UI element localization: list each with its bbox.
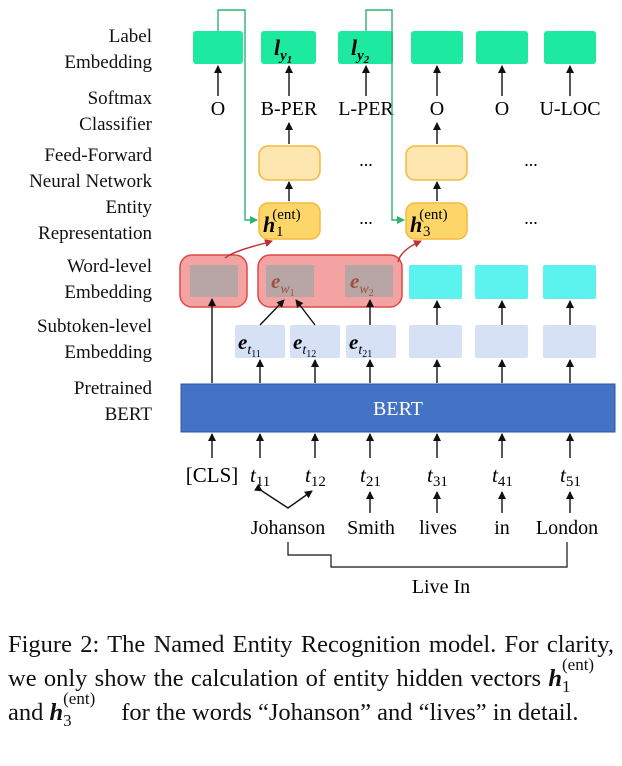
word-lives: lives [419, 517, 457, 539]
output-label-2: B-PER [261, 98, 318, 120]
subtoken-emb-t21 [346, 325, 396, 358]
caption-h1: h [548, 665, 562, 692]
word-johanson: Johanson [251, 517, 325, 539]
token-to-bert-arrows [208, 433, 574, 458]
token-row: [CLS] t11 t12 t21 t31 t41 t51 [186, 463, 581, 490]
ffnn-box-3 [405, 145, 468, 181]
relation-bracket [287, 542, 568, 568]
subtoken-label-t11: et11 [238, 330, 261, 360]
caption-text-2: for the words “Johanson” and “lives” in … [115, 699, 579, 726]
subtoken-emb-t11 [235, 325, 285, 358]
classifier-to-label-arrows [214, 65, 574, 96]
entity-ellipsis-1: ... [359, 208, 373, 228]
entity-h1-label: h(ent) [263, 207, 301, 237]
label-embedding-box-ly1 [261, 31, 316, 64]
word-emb-w1-inner [266, 265, 314, 297]
label-feedback-lines [217, 9, 405, 224]
output-label-3: L-PER [338, 98, 394, 120]
classifier-outputs: O B-PER L-PER O O U-LOC [211, 98, 601, 120]
output-label-1: O [211, 98, 225, 120]
token-t12: t12 [305, 463, 326, 490]
entity-to-ffnn-arrows [285, 181, 441, 201]
label-ly2: ly2 [351, 35, 370, 66]
word-smith: Smith [347, 517, 395, 539]
output-label-6: U-LOC [539, 98, 600, 120]
subtoken-to-word-arrows [259, 299, 574, 326]
word-emb-in [475, 265, 528, 299]
word-emb-lives [409, 265, 462, 299]
entity-repr-box-h1 [258, 202, 321, 240]
output-label-4: O [430, 98, 444, 120]
word-emb-ew1: ew1 [271, 269, 295, 299]
label-embedding-box-ly2 [338, 31, 393, 64]
ffnn-ellipsis-1: ... [359, 150, 373, 170]
caption-and: and [8, 699, 50, 726]
token-t41: t41 [492, 463, 513, 490]
bert-to-embedding-arrows [208, 298, 574, 383]
word-emb-london [543, 265, 596, 299]
entity-h3-sub: 3 [423, 224, 431, 240]
word-row: Johanson Smith lives in London [251, 517, 598, 539]
ffnn-to-classifier-arrows [285, 122, 441, 144]
subtoken-emb-lives [409, 325, 462, 358]
word-emb-cls-inner [190, 265, 238, 297]
label-ly1: ly1 [274, 35, 292, 66]
subtoken-emb-in [475, 325, 528, 358]
token-t31: t31 [427, 463, 448, 490]
word-to-entity-arrows [224, 239, 422, 263]
subtoken-label-t12: et12 [293, 330, 316, 360]
label-embedding-box-5 [476, 31, 528, 64]
bert-block [180, 383, 616, 433]
entity-h3-label: h(ent) [410, 207, 448, 237]
word-to-token-arrows [253, 483, 574, 513]
output-label-5: O [495, 98, 509, 120]
caption-h3: h [49, 699, 64, 726]
figure-caption: Figure 2: The Named Entity Recognition m… [8, 628, 614, 730]
label-embedding-layer: ly1 ly2 [193, 31, 596, 66]
subtoken-label-t21: et21 [349, 330, 372, 360]
label-embedding-box-6 [544, 31, 596, 64]
token-t21: t21 [360, 463, 381, 490]
token-cls: [CLS] [186, 463, 239, 487]
label-embedding-box-1 [193, 31, 243, 64]
entity-ellipsis-2: ... [524, 208, 538, 228]
ffnn-ellipsis-2: ... [524, 150, 538, 170]
entity-repr-box-h3 [405, 202, 468, 240]
caption-h3-scripts: (ent)3 [63, 689, 96, 730]
relation-label: Live In [412, 576, 470, 598]
subtoken-emb-t12 [290, 325, 340, 358]
word-emb-ew2: ew2 [350, 269, 374, 299]
label-embedding-box-4 [411, 31, 463, 64]
ner-model-diagram: ly1 ly2 O B-PER L-PER O O U-LOC ... ... … [179, 9, 616, 598]
caption-h1-scripts: (ent)1 [562, 655, 595, 696]
bert-label: BERT [373, 398, 423, 420]
entity-h1-sub: 1 [276, 224, 284, 240]
word-emb-w2-inner [345, 265, 393, 297]
word-london: London [536, 517, 598, 539]
ffnn-box-1 [258, 145, 321, 181]
caption-text-1: Figure 2: The Named Entity Recognition m… [8, 631, 614, 692]
token-t51: t51 [560, 463, 581, 490]
word-in: in [494, 517, 510, 539]
subtoken-emb-london [543, 325, 596, 358]
token-t11: t11 [250, 463, 270, 490]
